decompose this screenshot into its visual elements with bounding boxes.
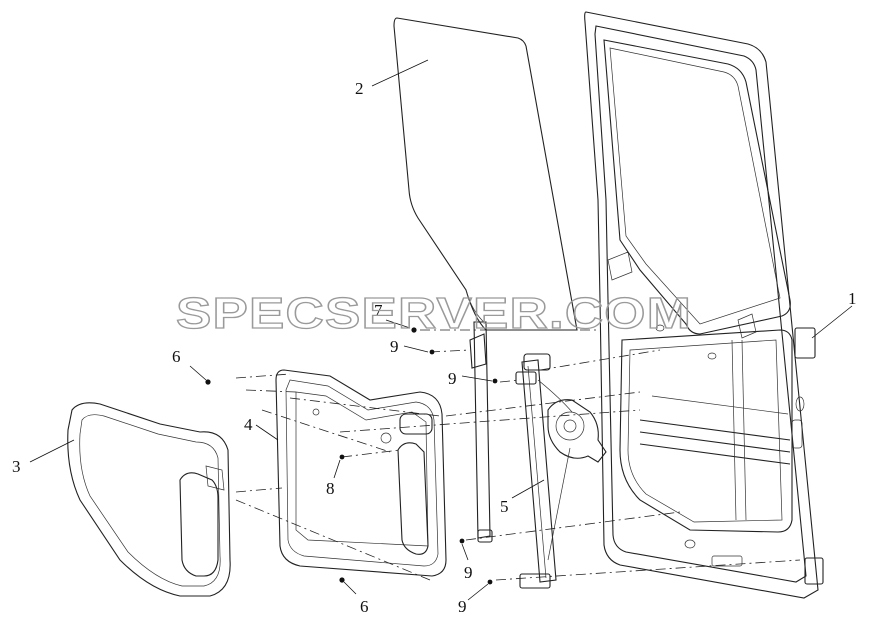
callout-8: 8 <box>326 479 335 498</box>
leader-lines <box>29 59 853 601</box>
watermark-text: SPECSERVER.COM <box>176 289 692 338</box>
window-regulator <box>515 353 607 589</box>
callout-5: 5 <box>500 497 509 516</box>
callout-3: 3 <box>12 457 21 476</box>
callout-4: 4 <box>244 415 253 434</box>
fasteners <box>205 327 498 585</box>
callout-1: 1 <box>848 289 857 308</box>
callout-9-a: 9 <box>390 337 399 356</box>
callout-9-c: 9 <box>464 563 473 582</box>
callout-6-bottom: 6 <box>360 597 369 616</box>
callout-7: 7 <box>374 301 383 320</box>
door-frame <box>584 11 824 599</box>
door-trim-panel <box>67 402 231 597</box>
callout-6-top: 6 <box>172 347 181 366</box>
door-glass <box>393 17 578 331</box>
door-inner-panel <box>275 369 447 577</box>
callout-labels: 1 2 3 4 5 6 6 7 8 9 9 9 9 <box>12 79 857 616</box>
callout-2: 2 <box>355 79 364 98</box>
callout-9-b: 9 <box>448 369 457 388</box>
glass-run-channel <box>469 321 493 543</box>
callout-9-d: 9 <box>458 597 467 616</box>
assembly-lines <box>235 329 801 581</box>
